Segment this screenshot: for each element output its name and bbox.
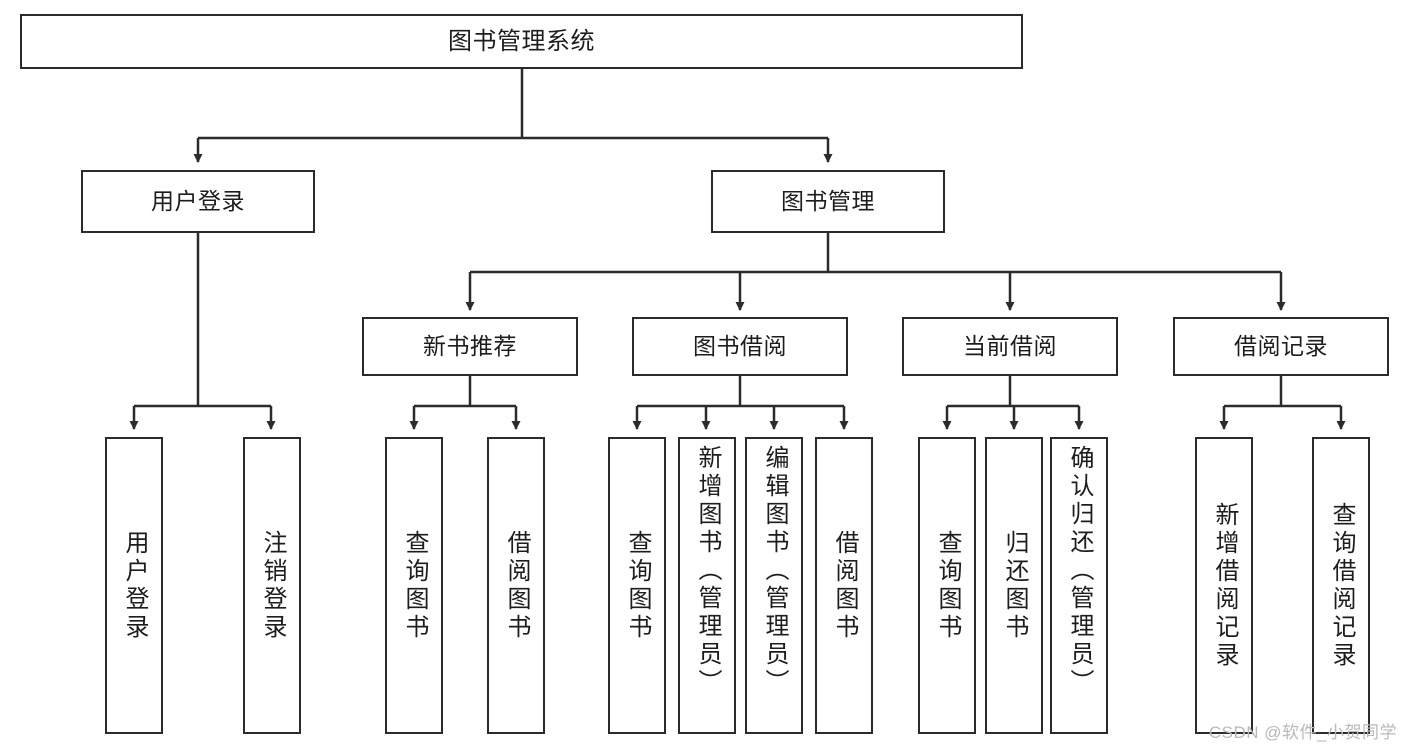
node-label: 注销登录 <box>259 529 286 642</box>
leaf-user-login-logout[interactable]: 注销登录 <box>243 437 301 734</box>
node-label: 用户登录 <box>151 188 245 215</box>
leaf-borrow-record-query-record[interactable]: 查询借阅记录 <box>1312 437 1370 734</box>
node-label: 查询图书 <box>934 529 961 642</box>
node-label: 新书推荐 <box>423 333 517 360</box>
leaf-new-book-borrow-book[interactable]: 借阅图书 <box>487 437 545 734</box>
node-label: 编辑图书（管理员） <box>761 445 788 697</box>
node-label: 查询图书 <box>624 529 651 642</box>
watermark: CSDN @软件_小贺同学 <box>1208 723 1397 742</box>
leaf-current-borrow-return-book[interactable]: 归还图书 <box>985 437 1043 734</box>
leaf-borrow-record-add-record[interactable]: 新增借阅记录 <box>1195 437 1253 734</box>
node-label: 图书管理 <box>781 188 875 215</box>
node-label: 新增借阅记录 <box>1211 501 1238 670</box>
node-label: 图书管理系统 <box>448 27 595 55</box>
leaf-new-book-query-book[interactable]: 查询图书 <box>385 437 443 734</box>
node-label: 当前借阅 <box>963 333 1057 360</box>
node-label: 图书借阅 <box>693 333 787 360</box>
node-label: 用户登录 <box>121 529 148 642</box>
node-label: 新增图书（管理员） <box>694 445 721 697</box>
node-book-management[interactable]: 图书管理 <box>711 170 945 233</box>
node-new-book-recommend[interactable]: 新书推荐 <box>362 317 578 376</box>
node-borrow-record[interactable]: 借阅记录 <box>1173 317 1389 376</box>
leaf-book-borrow-borrow-book[interactable]: 借阅图书 <box>815 437 873 734</box>
node-book-borrow[interactable]: 图书借阅 <box>632 317 848 376</box>
leaf-book-borrow-query-book[interactable]: 查询图书 <box>608 437 666 734</box>
node-current-borrow[interactable]: 当前借阅 <box>902 317 1118 376</box>
node-label: 借阅图书 <box>831 529 858 642</box>
node-root-book-management-system[interactable]: 图书管理系统 <box>20 14 1023 69</box>
node-label: 查询图书 <box>401 529 428 642</box>
leaf-current-borrow-query-book[interactable]: 查询图书 <box>918 437 976 734</box>
node-user-login[interactable]: 用户登录 <box>81 170 315 233</box>
leaf-book-borrow-edit-book-admin[interactable]: 编辑图书（管理员） <box>745 437 803 734</box>
node-label: 确认归还（管理员） <box>1066 445 1093 697</box>
node-label: 归还图书 <box>1001 529 1028 642</box>
leaf-current-borrow-confirm-return-admin[interactable]: 确认归还（管理员） <box>1050 437 1108 734</box>
leaf-book-borrow-add-book-admin[interactable]: 新增图书（管理员） <box>678 437 736 734</box>
leaf-user-login-login[interactable]: 用户登录 <box>105 437 163 734</box>
node-label: 借阅图书 <box>503 529 530 642</box>
node-label: 借阅记录 <box>1234 333 1328 360</box>
node-label: 查询借阅记录 <box>1328 501 1355 670</box>
